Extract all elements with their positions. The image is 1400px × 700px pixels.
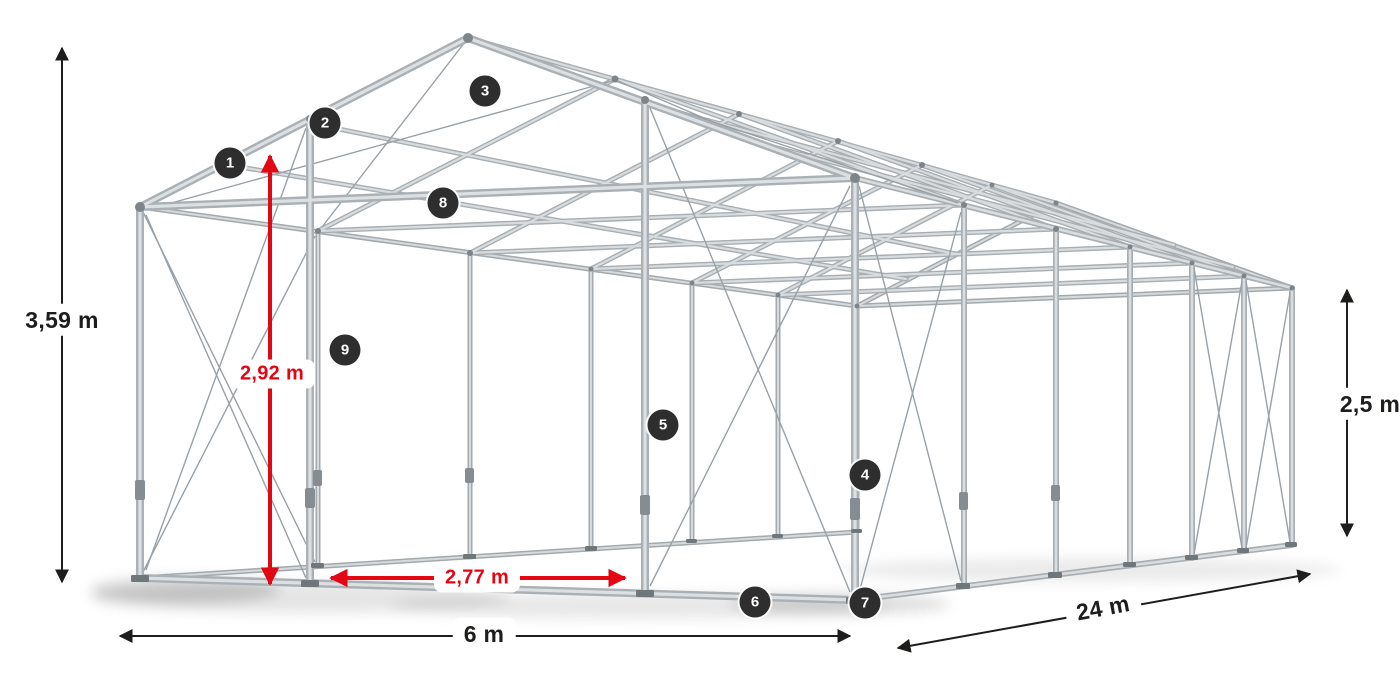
callout-badge-8: 8 (427, 187, 459, 219)
dimension-arrows (55, 46, 1354, 653)
dimension-label-total-height: 3,59 m (14, 303, 110, 337)
callout-badge-9: 9 (329, 334, 361, 366)
frame-fittings (131, 33, 1297, 604)
frame-front-gable (136, 34, 859, 604)
callout-badge-6: 6 (739, 586, 771, 618)
frame-near-wall (852, 175, 1295, 603)
callout-badge-4: 4 (849, 459, 881, 491)
callout-badge-2: 2 (309, 107, 341, 139)
dimension-label-side-height: 2,5 m (1328, 387, 1400, 421)
callout-badge-7: 7 (849, 587, 881, 619)
callout-badge-1: 1 (214, 147, 246, 179)
callout-badge-5: 5 (647, 409, 679, 441)
callout-badge-3: 3 (469, 75, 501, 107)
dimension-label-entrance-height: 2,92 m (228, 359, 316, 389)
dimension-label-front-width: 6 m (452, 617, 516, 651)
frame-roof (219, 35, 1247, 298)
dimension-label-entrance-width: 2,77 m (433, 563, 521, 593)
